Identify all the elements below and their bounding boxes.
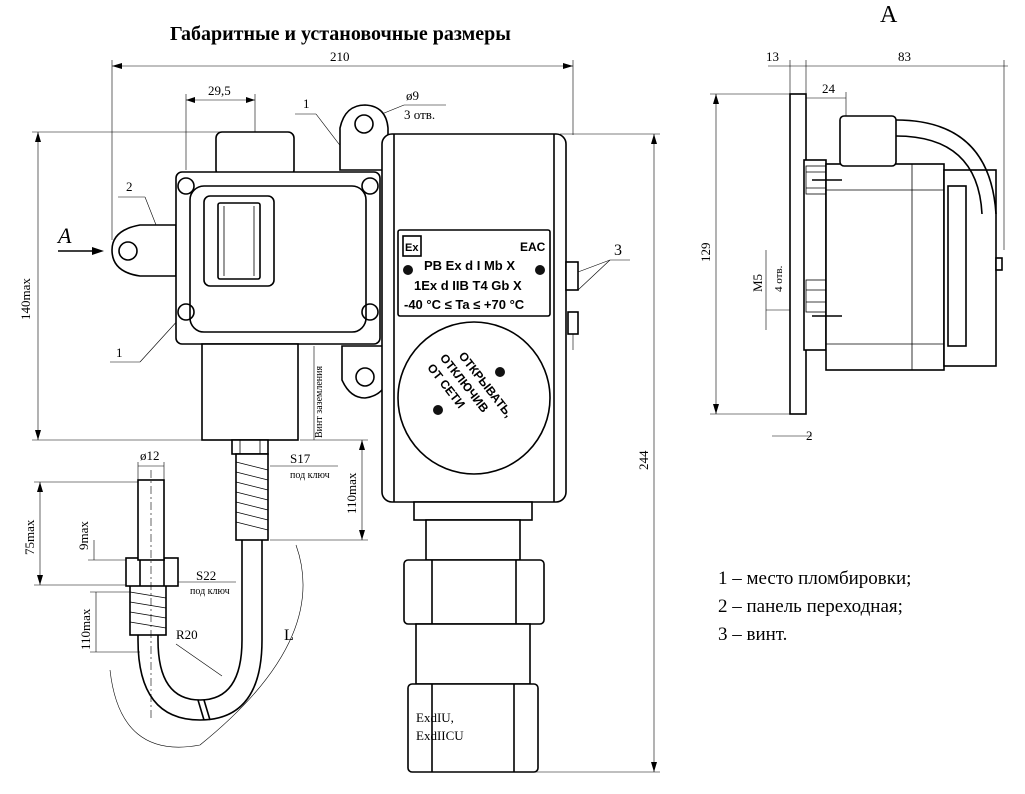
- callout-3-label: 3: [614, 242, 622, 259]
- side-m5-label: М5: [750, 274, 765, 292]
- dim-140-label: 140max: [18, 278, 33, 320]
- side-24-label: 24: [822, 81, 836, 96]
- round-cover: [397, 321, 551, 475]
- callout-1-left-label: 1: [116, 345, 123, 360]
- sensor-hose: [125, 453, 269, 721]
- dim-210-label: 210: [330, 49, 350, 64]
- view-a-body: [789, 93, 1003, 415]
- cable-gland: ExdIU, ExdIICU: [403, 501, 545, 773]
- switch-body: [111, 104, 389, 455]
- dim-29-5-label: 29,5: [208, 83, 231, 98]
- dim-110b-label: 110max: [78, 608, 93, 650]
- dim-s17-note: под ключ: [290, 470, 330, 481]
- side-4holes-label: 4 отв.: [773, 265, 785, 292]
- hole-dia-label: ø9: [406, 88, 419, 103]
- fitting-label-1: ExdIU,: [416, 710, 454, 725]
- dim-75-label: 75max: [22, 519, 37, 555]
- enclosure: Ex EAC РВ Ex d I Mb X 1Ex d IIB T4 Gb X …: [381, 133, 579, 503]
- dim-244: 244: [530, 133, 660, 773]
- view-a-title: А: [880, 2, 898, 28]
- dim-244-label: 244: [636, 450, 651, 470]
- dim-9-label: 9max: [76, 521, 91, 550]
- dim-hose: ø12 S17 под ключ S22 под ключ 110max 75m…: [22, 439, 368, 748]
- side-129-label: 129: [698, 243, 713, 263]
- nameplate: [397, 229, 551, 317]
- drawing-title: Габаритные и установочные размеры: [170, 23, 511, 45]
- eac-mark: EAC: [520, 240, 546, 254]
- view-arrow-a: А: [56, 223, 104, 255]
- dim-r20-label: R20: [176, 627, 198, 642]
- arrow-a-label: А: [56, 223, 72, 248]
- hole-count-label: 3 отв.: [404, 107, 435, 122]
- dim-140max: 140max: [18, 131, 220, 441]
- callout-3: 3: [577, 242, 630, 291]
- legend-item-3: 3 – винт.: [718, 624, 787, 645]
- callout-2-label: 2: [126, 179, 133, 194]
- dim-s22-note: под ключ: [190, 586, 230, 597]
- callout-1-top-label: 1: [303, 96, 310, 111]
- dim-overall-width: 210: [111, 49, 574, 240]
- dim-l-label: L: [284, 627, 294, 644]
- earth-screw-label: Винт заземления: [314, 366, 325, 438]
- legend-item-1: 1 – место пломбировки;: [718, 568, 911, 589]
- plate-line3: -40 °C ≤ Ta ≤ +70 °C: [404, 297, 525, 312]
- side-2-label: 2: [806, 428, 813, 443]
- dim-29-5: 29,5: [185, 83, 256, 170]
- dim-s22-label: S22: [196, 568, 216, 583]
- fitting-label-2: ExdIICU: [416, 728, 464, 743]
- dim-d12-label: ø12: [140, 448, 160, 463]
- ex-mark: Ex: [405, 242, 419, 254]
- callout-1-left: 1: [110, 317, 181, 363]
- plate-line2: 1Ex d IIB T4 Gb X: [414, 278, 522, 293]
- legend: 1 – место пломбировки; 2 – панель перехо…: [718, 568, 911, 645]
- dim-s17-label: S17: [290, 451, 311, 466]
- dim-110a-label: 110max: [344, 472, 359, 514]
- legend-item-2: 2 – панель переходная;: [718, 596, 903, 617]
- side-83-label: 83: [898, 49, 911, 64]
- side-13-label: 13: [766, 49, 779, 64]
- plate-line1: РВ Ex d I Mb X: [424, 258, 515, 273]
